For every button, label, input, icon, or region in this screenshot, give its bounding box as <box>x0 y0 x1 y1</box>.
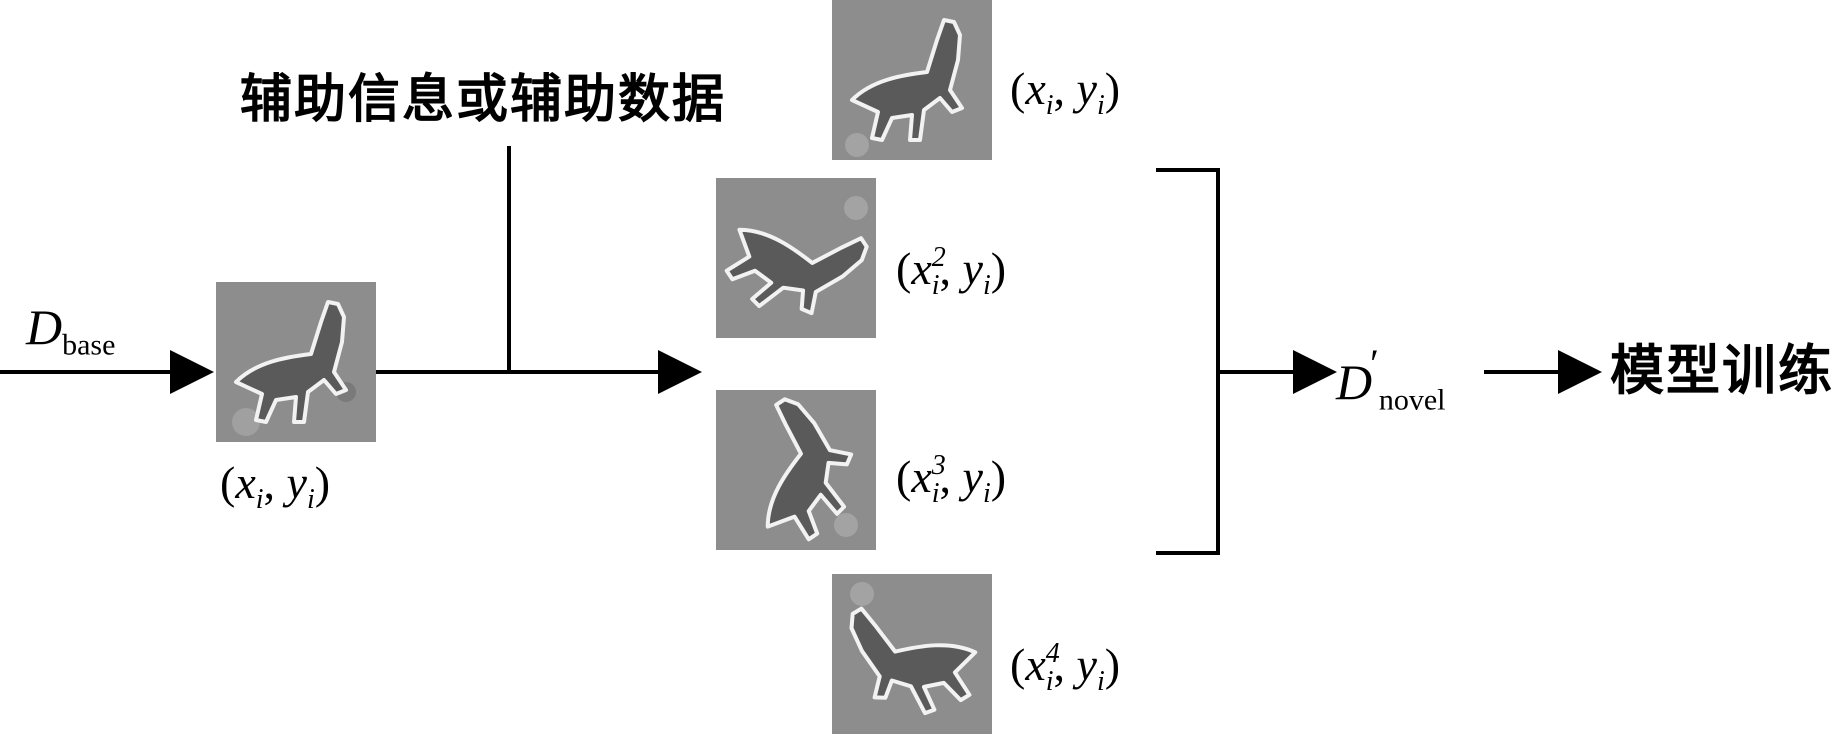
train-arrowhead <box>1558 350 1602 394</box>
d-base-label: Dbase <box>26 299 116 362</box>
animal-silhouette <box>716 390 876 550</box>
augmented-image-2 <box>716 178 876 338</box>
augmented-image-3 <box>716 390 876 550</box>
animal-silhouette <box>832 574 992 734</box>
augmented-image-4 <box>832 574 992 734</box>
input-arrowhead <box>170 350 214 394</box>
group-bracket <box>1156 168 1220 555</box>
training-label: 模型训练 <box>1610 339 1834 402</box>
source-image <box>216 282 376 442</box>
augmented-image-1 <box>832 0 992 160</box>
augmented-pair-label-4: (x4i, yi) <box>1010 638 1121 697</box>
aux-info-label: 辅助信息或辅助数据 <box>240 70 727 130</box>
augmented-pair-label-2: (x2i, yi) <box>896 242 1007 301</box>
source-pair-label: (xi, yi) <box>220 457 331 515</box>
d-novel-label: D′novel <box>1336 341 1446 417</box>
augment-arrowhead <box>658 350 702 394</box>
augmented-pair-label-1: (xi, yi) <box>1010 63 1121 121</box>
animal-silhouette <box>716 178 876 338</box>
animal-silhouette <box>832 0 992 160</box>
animal-silhouette <box>216 282 376 442</box>
bracket-arrowhead <box>1293 350 1337 394</box>
augmented-pair-label-3: (x3i, yi) <box>896 450 1007 509</box>
